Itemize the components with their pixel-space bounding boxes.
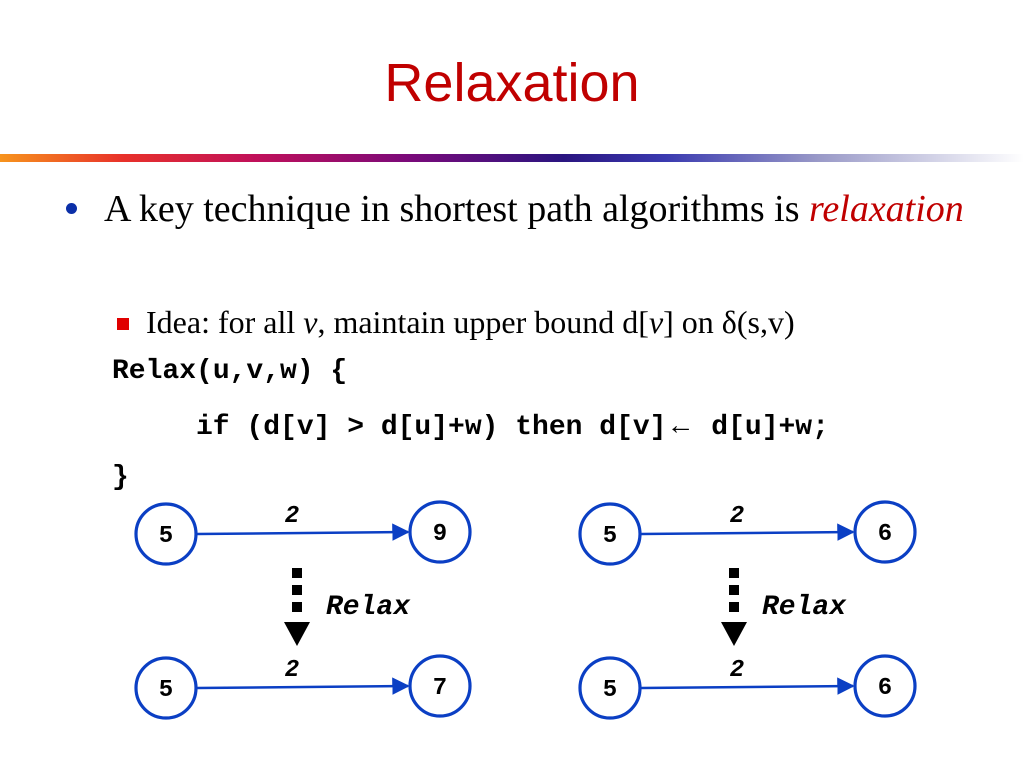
- edge-weight: 2: [285, 503, 299, 530]
- node-u-label: 5: [603, 677, 617, 704]
- code-line-1: Relax(u,v,w) {: [112, 356, 348, 387]
- slide-title: Relaxation: [384, 53, 640, 113]
- example-2-before-graph: 2 5 6: [578, 500, 917, 566]
- main-bullet-text: A key technique in shortest path algorit…: [104, 188, 810, 230]
- node-u: [134, 656, 198, 720]
- node-u-label: 5: [159, 677, 173, 704]
- assign-arrow-icon: ←: [666, 410, 695, 441]
- bullet-dot-icon: [66, 203, 77, 214]
- edge-weight: 2: [285, 657, 299, 684]
- relax-label: Relax: [762, 592, 847, 623]
- node-u-label: 5: [603, 523, 617, 550]
- edge-arrow: [640, 523, 855, 541]
- main-bullet: A key technique in shortest path algorit…: [104, 184, 984, 234]
- node-v-label: 6: [878, 521, 892, 548]
- edge-arrow: [640, 677, 855, 695]
- sub-bullet: Idea: for all v, maintain upper bound d[…: [146, 302, 795, 342]
- sub-bullet-var2: v: [648, 304, 664, 340]
- node-u-label: 5: [159, 523, 173, 550]
- node-u: [578, 656, 642, 720]
- node-u: [134, 502, 198, 566]
- sub-bullet-prefix: Idea: for all: [146, 304, 304, 340]
- example-2-after-graph: 2 5 6: [578, 654, 917, 720]
- example-1-before-graph: 2 5 9: [134, 500, 472, 566]
- node-v: [853, 654, 917, 718]
- example-1-after-graph: 2 5 7: [134, 654, 472, 720]
- node-v-label: 9: [433, 521, 447, 548]
- code-line-3: }: [112, 462, 129, 493]
- example-1: 2 5 9 Relax 2 5 7: [134, 500, 472, 720]
- title-divider: [0, 154, 1024, 162]
- sub-bullet-suffix: ] on δ(s,v): [663, 304, 795, 340]
- node-u: [578, 502, 642, 566]
- sub-bullet-square-icon: [117, 318, 129, 330]
- edge-arrow: [196, 677, 410, 695]
- main-bullet-emphasis: relaxation: [809, 188, 964, 230]
- node-v-label: 6: [878, 675, 892, 702]
- node-v-label: 7: [433, 675, 447, 702]
- edge-arrow: [196, 523, 410, 541]
- node-v: [408, 654, 472, 718]
- relax-arrow-icon: [284, 568, 310, 646]
- sub-bullet-middle: , maintain upper bound d[: [317, 304, 649, 340]
- edge-weight: 2: [730, 503, 744, 530]
- relax-label: Relax: [326, 592, 411, 623]
- code-line-2-assign: d[u]+w;: [694, 412, 829, 443]
- code-line-2-condition: if (d[v] > d[u]+w) then d[v]: [196, 412, 667, 443]
- edge-weight: 2: [730, 657, 744, 684]
- relax-arrow-icon: [721, 568, 747, 646]
- node-v: [408, 500, 472, 564]
- sub-bullet-var: v: [303, 304, 318, 340]
- example-2: 2 5 6 Relax 2 5 6: [578, 500, 917, 720]
- node-v: [853, 500, 917, 564]
- code-line-2: if (d[v] > d[u]+w) then d[v]← d[u]+w;: [196, 410, 829, 444]
